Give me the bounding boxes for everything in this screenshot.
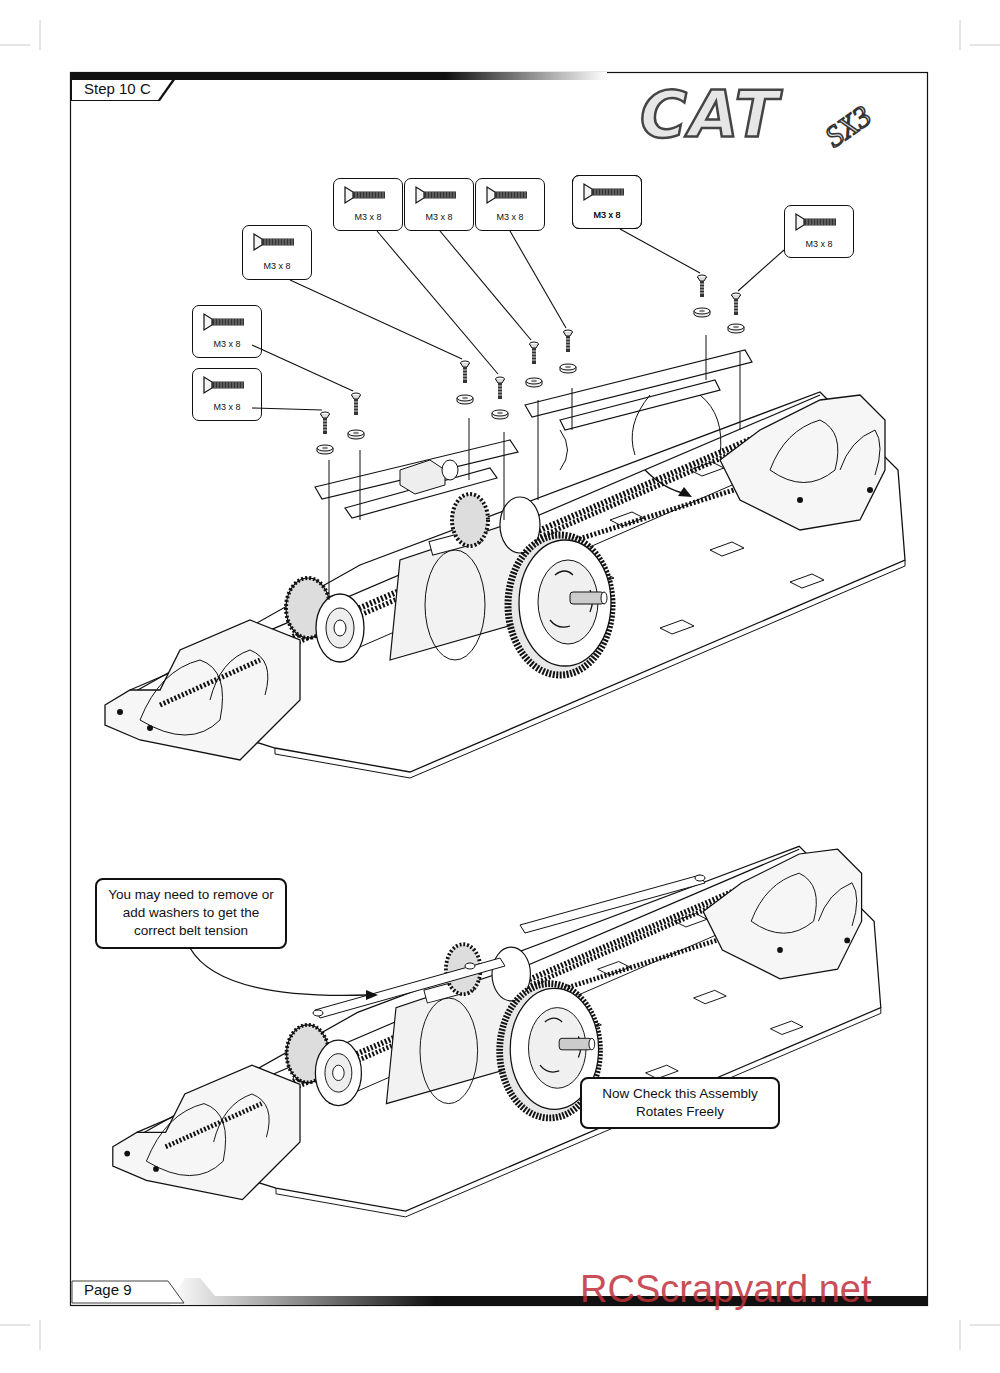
fastener-box: M3 x 8 [192, 368, 262, 421]
step-title: Step 10 C [84, 80, 151, 97]
screw-size: M3 x 8 [573, 210, 641, 220]
logo-text: CAT [640, 78, 780, 152]
fastener-box: M3 x 8 [572, 175, 642, 229]
fastener-box: M3 x 8 [192, 305, 262, 358]
note-box: Now Check this Assembly Rotates Freely [580, 1077, 780, 1129]
note-text: You may need to remove or add washers to… [107, 886, 275, 941]
logo-model: SX3 [818, 98, 877, 154]
page-number: Page 9 [84, 1281, 132, 1298]
screw-size: M3 x 8 [243, 261, 311, 271]
fastener-box: M3 x 8 [333, 178, 403, 231]
screw-size: M3 x 8 [785, 239, 853, 249]
screw-size: M3 x 8 [193, 339, 261, 349]
fastener-box: M3 x 8 [404, 178, 474, 231]
fastener-box: M3 x 8 [242, 225, 312, 280]
screw-size: M3 x 8 [405, 212, 473, 222]
fastener-box: M3 x 8 [784, 205, 854, 258]
fastener-box: M3 x 8 [475, 178, 545, 231]
screw-size: M3 x 8 [193, 402, 261, 412]
note-text: Now Check this Assembly Rotates Freely [592, 1085, 768, 1121]
watermark: RCScrapyard.net [580, 1268, 871, 1311]
fastener-box: M3 x 8 [572, 175, 642, 229]
screw-size: M3 x 8 [476, 212, 544, 222]
screw-size: M3 x 8 [334, 212, 402, 222]
note-box: You may need to remove or add washers to… [95, 878, 287, 949]
